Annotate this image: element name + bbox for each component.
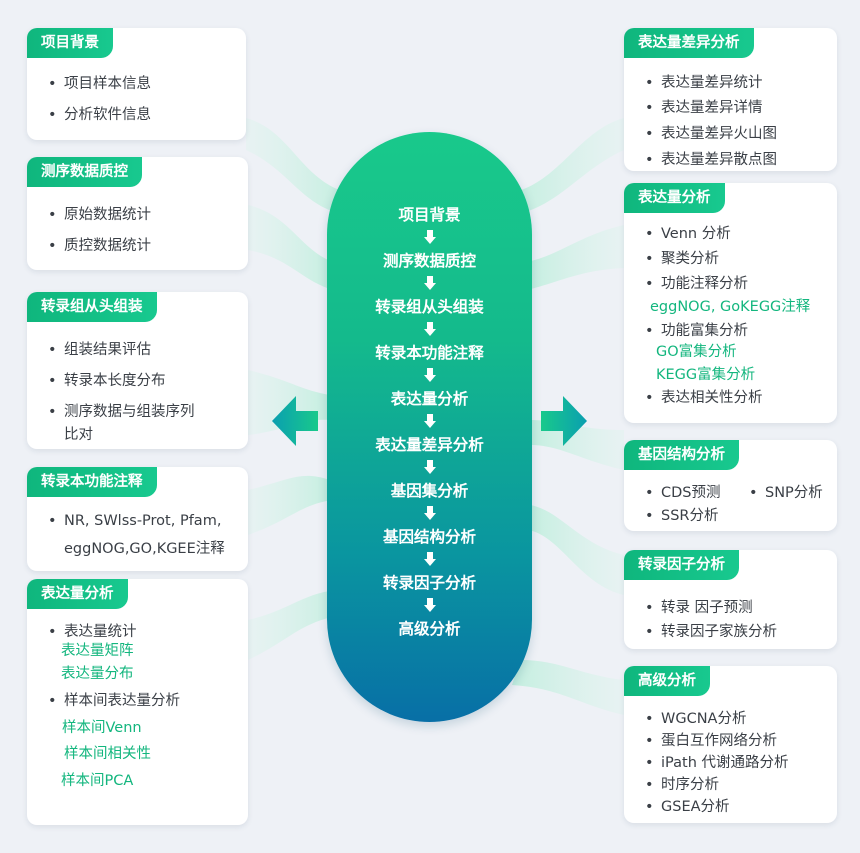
step-4: 转录本功能注释 bbox=[375, 344, 484, 362]
sub-item: 样本间Venn bbox=[62, 720, 142, 736]
card-title: 转录因子分析 bbox=[624, 550, 739, 580]
down-arrow-icon bbox=[327, 552, 532, 566]
list-item: •表达量统计 bbox=[48, 624, 137, 640]
step-3: 转录组从头组装 bbox=[375, 298, 484, 316]
list-item: •SSR分析 bbox=[645, 508, 719, 524]
list-item: •表达量差异详情 bbox=[645, 100, 763, 116]
card-title: 表达量分析 bbox=[27, 579, 128, 609]
step-10: 高级分析 bbox=[398, 620, 461, 638]
list-item: •WGCNA分析 bbox=[645, 711, 747, 727]
card-title: 测序数据质控 bbox=[27, 157, 142, 187]
flow-right-1 bbox=[515, 118, 624, 215]
down-arrow-icon bbox=[327, 230, 532, 244]
list-item: •分析软件信息 bbox=[48, 107, 151, 123]
list-item-continued: 比对 bbox=[64, 427, 93, 443]
card-title: 转录组从头组装 bbox=[27, 292, 157, 322]
flow-right-3 bbox=[530, 420, 624, 470]
list-item: •样本间表达量分析 bbox=[48, 693, 180, 709]
list-item: •GSEA分析 bbox=[645, 799, 730, 815]
list-item: •表达量差异火山图 bbox=[645, 126, 777, 142]
card-expression-left: 表达量分析 •表达量统计 •样本间表达量分析 表达量矩阵 表达量分布 样本间Ve… bbox=[27, 579, 248, 825]
list-item: •项目样本信息 bbox=[48, 76, 151, 92]
flow-left-4 bbox=[248, 475, 332, 535]
list-item: •转录本长度分布 bbox=[48, 373, 166, 389]
card-transcription-factor: 转录因子分析 •转录 因子预测 •转录因子家族分析 bbox=[624, 550, 837, 649]
list-item: •转录 因子预测 bbox=[645, 600, 753, 616]
sub-item: 表达量分布 bbox=[61, 666, 134, 682]
list-item: •功能注释分析 bbox=[645, 276, 748, 292]
sub-item: eggNOG, GoKEGG注释 bbox=[650, 299, 811, 315]
flow-right-5 bbox=[512, 660, 624, 715]
list-item: •CDS预测 bbox=[645, 485, 721, 501]
flow-left-1 bbox=[246, 118, 345, 215]
step-8: 基因结构分析 bbox=[382, 528, 476, 546]
step-2: 测序数据质控 bbox=[382, 252, 476, 270]
down-arrow-icon bbox=[327, 506, 532, 520]
list-item: •测序数据与组装序列 bbox=[48, 404, 195, 420]
list-item: •蛋白互作网络分析 bbox=[645, 733, 777, 749]
card-title: 基因结构分析 bbox=[624, 440, 739, 470]
list-item: •原始数据统计 bbox=[48, 207, 151, 223]
down-arrow-icon bbox=[327, 368, 532, 382]
card-title: 转录本功能注释 bbox=[27, 467, 157, 497]
step-5: 表达量分析 bbox=[390, 390, 469, 408]
arrow-left-icon bbox=[272, 396, 318, 446]
step-7: 基因集分析 bbox=[390, 482, 469, 500]
down-arrow-icon bbox=[327, 414, 532, 428]
list-item: •质控数据统计 bbox=[48, 238, 151, 254]
card-differential-expression: 表达量差异分析 •表达量差异统计 •表达量差异详情 •表达量差异火山图 •表达量… bbox=[624, 28, 837, 171]
card-sequencing-qc: 测序数据质控 •原始数据统计 •质控数据统计 bbox=[27, 157, 248, 270]
step-6: 表达量差异分析 bbox=[375, 436, 484, 454]
list-item: •NR, SWlss-Prot, Pfam, bbox=[48, 513, 222, 529]
list-item: •表达量差异统计 bbox=[645, 75, 763, 91]
list-item: •转录因子家族分析 bbox=[645, 624, 777, 640]
card-title: 表达量分析 bbox=[624, 183, 725, 213]
workflow-pill: 项目背景 测序数据质控 转录组从头组装 转录本功能注释 表达量分析 表达量差异分… bbox=[327, 132, 532, 722]
card-transcript-annotation: 转录本功能注释 •NR, SWlss-Prot, Pfam, eggNOG,GO… bbox=[27, 467, 248, 571]
card-title: 表达量差异分析 bbox=[624, 28, 754, 58]
list-item: •组装结果评估 bbox=[48, 342, 151, 358]
list-item: •Venn 分析 bbox=[645, 226, 731, 242]
card-gene-structure: 基因结构分析 •CDS预测 •SNP分析 •SSR分析 bbox=[624, 440, 837, 531]
down-arrow-icon bbox=[327, 322, 532, 336]
flow-left-2 bbox=[248, 205, 333, 290]
list-item: •功能富集分析 bbox=[645, 323, 748, 339]
flow-right-4 bbox=[528, 505, 624, 595]
sub-item: KEGG富集分析 bbox=[656, 367, 756, 383]
arrow-right-icon bbox=[541, 396, 587, 446]
list-item: •表达量差异散点图 bbox=[645, 152, 777, 168]
list-item-continued: eggNOG,GO,KGEE注释 bbox=[64, 541, 225, 557]
list-item: •iPath 代谢通路分析 bbox=[645, 755, 789, 771]
list-item: •时序分析 bbox=[645, 777, 719, 793]
list-item: •SNP分析 bbox=[749, 485, 823, 501]
card-title: 项目背景 bbox=[27, 28, 113, 58]
sub-item: 样本间相关性 bbox=[64, 746, 151, 762]
flow-left-5 bbox=[248, 590, 342, 660]
card-title: 高级分析 bbox=[624, 666, 710, 696]
card-expression-right: 表达量分析 •Venn 分析 •聚类分析 •功能注释分析 •功能富集分析 •表达… bbox=[624, 183, 837, 423]
down-arrow-icon bbox=[327, 598, 532, 612]
sub-item: 表达量矩阵 bbox=[61, 643, 134, 659]
flow-right-2 bbox=[527, 225, 624, 290]
sub-item: 样本间PCA bbox=[61, 773, 134, 789]
card-advanced-analysis: 高级分析 •WGCNA分析 •蛋白互作网络分析 •iPath 代谢通路分析 •时… bbox=[624, 666, 837, 823]
step-9: 转录因子分析 bbox=[382, 574, 476, 592]
sub-item: GO富集分析 bbox=[656, 344, 737, 360]
list-item: •表达相关性分析 bbox=[645, 390, 763, 406]
down-arrow-icon bbox=[327, 276, 532, 290]
list-item: •聚类分析 bbox=[645, 251, 719, 267]
card-project-background: 项目背景 •项目样本信息 •分析软件信息 bbox=[27, 28, 246, 140]
card-de-novo-assembly: 转录组从头组装 •组装结果评估 •转录本长度分布 •测序数据与组装序列 比对 bbox=[27, 292, 248, 449]
step-1: 项目背景 bbox=[398, 206, 461, 224]
down-arrow-icon bbox=[327, 460, 532, 474]
